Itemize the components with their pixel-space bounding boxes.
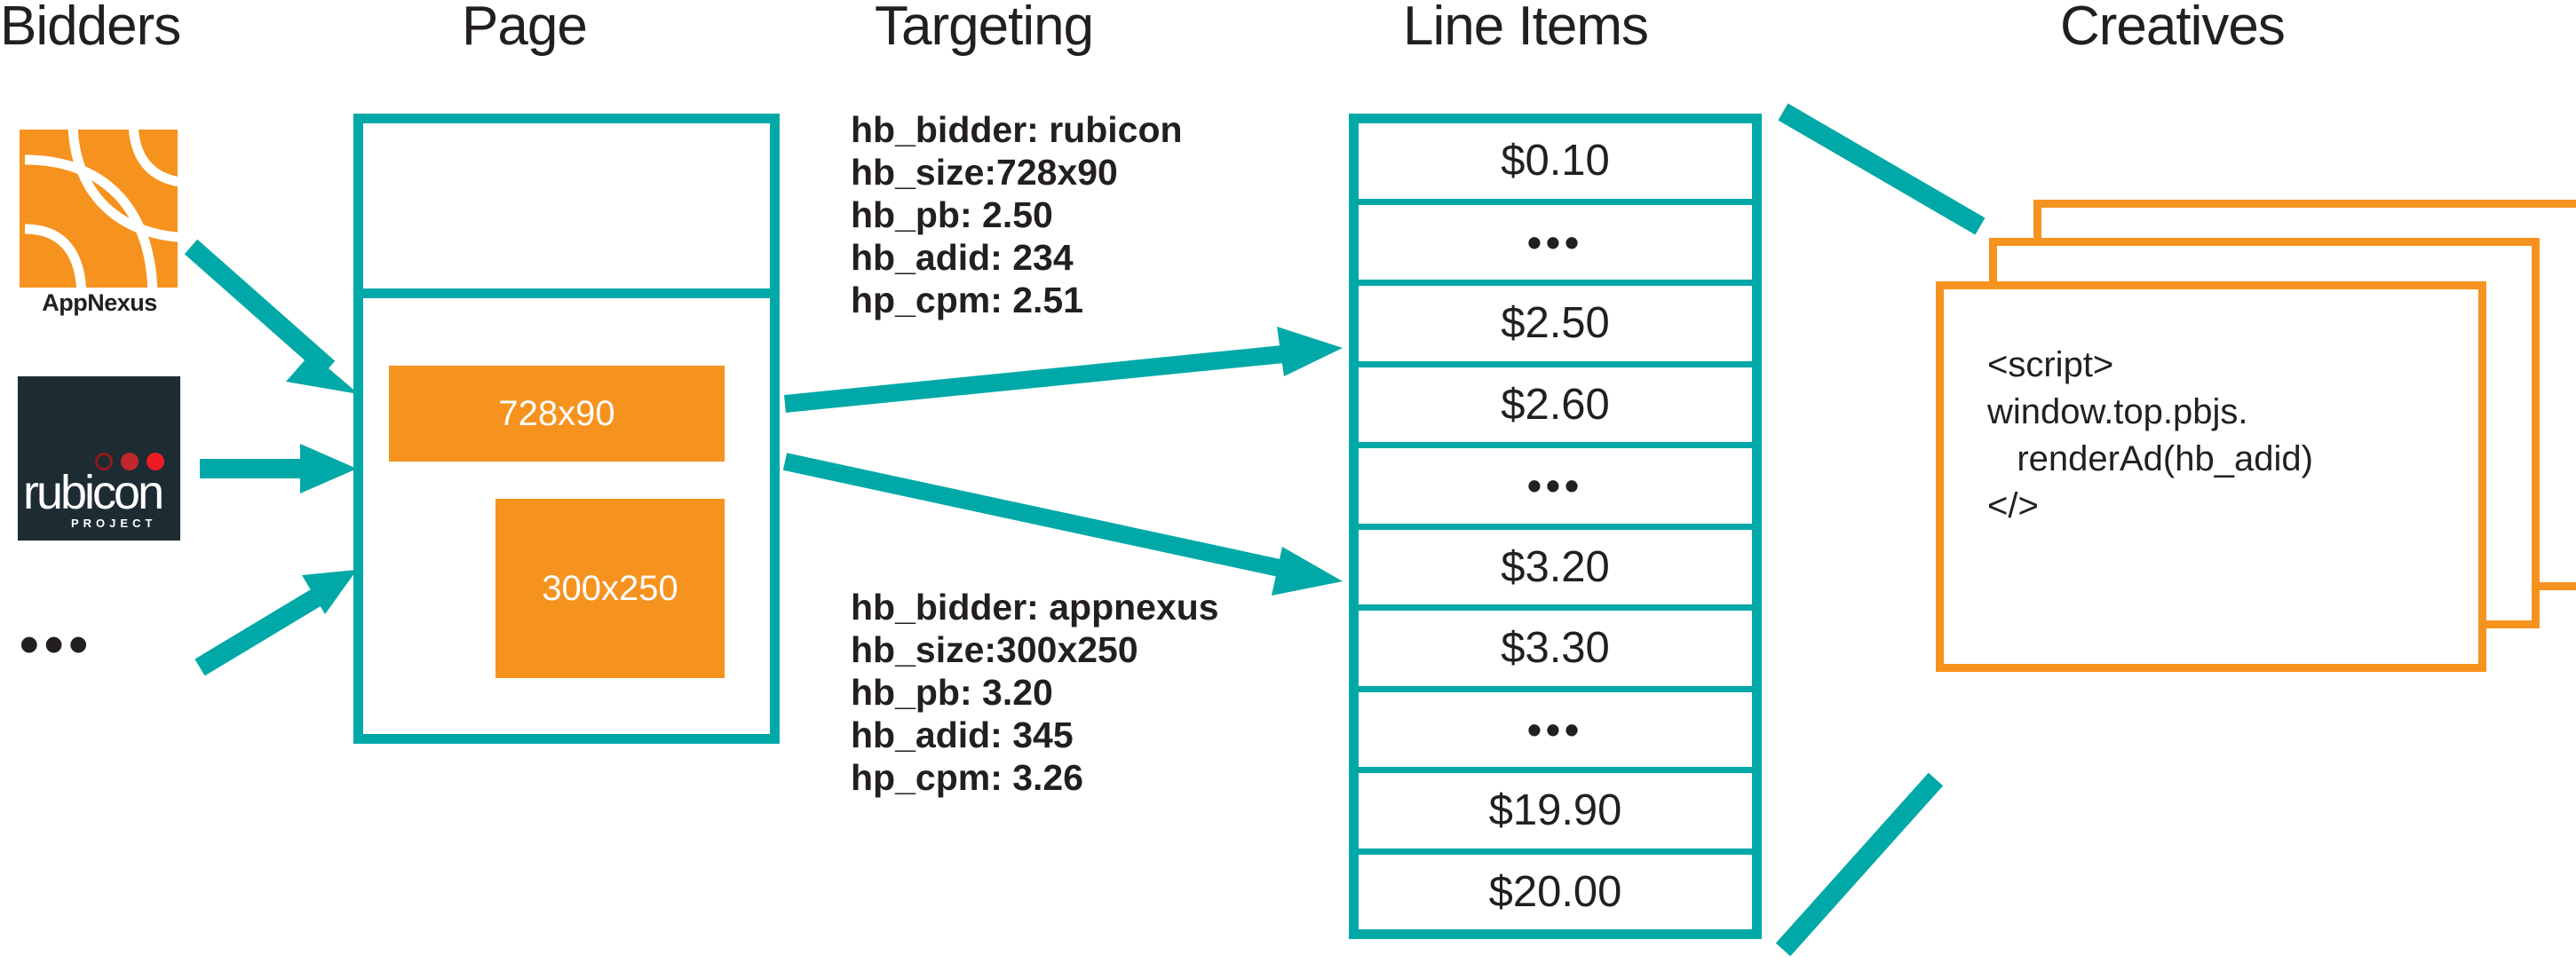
creative-code-snippet: <script> window.top.pbjs. renderAd(hb_ad… xyxy=(1987,345,2313,525)
arrow-page-to-lineitem-250 xyxy=(784,327,1343,413)
line-item-row[interactable]: $19.90 xyxy=(1359,773,1752,855)
connector-lineitems-to-creatives-top xyxy=(1778,103,1986,235)
arrow-appnexus-to-page xyxy=(184,239,359,394)
line-item-row: ••• xyxy=(1359,691,1752,773)
column-heading-bidders: Bidders xyxy=(0,0,181,57)
targeting-block-appnexus: hb_bidder: appnexus hb_size:300x250 hb_p… xyxy=(851,587,1219,798)
appnexus-wordmark: AppNexus xyxy=(42,289,157,316)
column-heading-targeting: Targeting xyxy=(875,0,1094,57)
rubicon-dots-icon xyxy=(95,453,168,472)
rubicon-wordmark: rubicon xyxy=(23,466,164,519)
rubicon-subwordmark: PROJECT xyxy=(71,517,157,530)
line-item-row: ••• xyxy=(1359,448,1752,530)
ad-slot-300x250[interactable]: 300x250 xyxy=(495,499,725,678)
column-heading-line-items: Line Items xyxy=(1403,0,1649,57)
line-item-row[interactable]: $2.60 xyxy=(1359,367,1752,448)
page-header-divider xyxy=(353,288,780,298)
arrow-rubicon-to-page xyxy=(200,444,357,493)
arrow-page-to-lineitem-320 xyxy=(782,453,1343,596)
bidders-more-ellipsis: ••• xyxy=(20,614,94,675)
line-item-row[interactable]: $20.00 xyxy=(1359,854,1752,929)
creative-card-front[interactable] xyxy=(1936,281,2486,672)
line-item-row[interactable]: $2.50 xyxy=(1359,286,1752,367)
targeting-block-rubicon: hb_bidder: rubicon hb_size:728x90 hb_pb:… xyxy=(851,109,1183,320)
arrow-more-bidders-to-page xyxy=(194,570,357,676)
ad-slot-728x90[interactable]: 728x90 xyxy=(389,366,725,462)
appnexus-logo-icon xyxy=(20,130,178,288)
line-items-list: $0.10 ••• $2.50 $2.60 ••• $3.20 $3.30 ••… xyxy=(1349,114,1762,939)
line-item-row[interactable]: $0.10 xyxy=(1359,123,1752,205)
line-item-row[interactable]: $3.20 xyxy=(1359,529,1752,611)
line-item-row: ••• xyxy=(1359,204,1752,286)
rubicon-logo-icon: rubicon PROJECT xyxy=(18,376,180,541)
line-item-row[interactable]: $3.30 xyxy=(1359,611,1752,692)
column-heading-creatives: Creatives xyxy=(2060,0,2286,57)
connector-lineitems-to-creatives-bottom xyxy=(1775,772,1944,957)
column-heading-page: Page xyxy=(462,0,588,57)
